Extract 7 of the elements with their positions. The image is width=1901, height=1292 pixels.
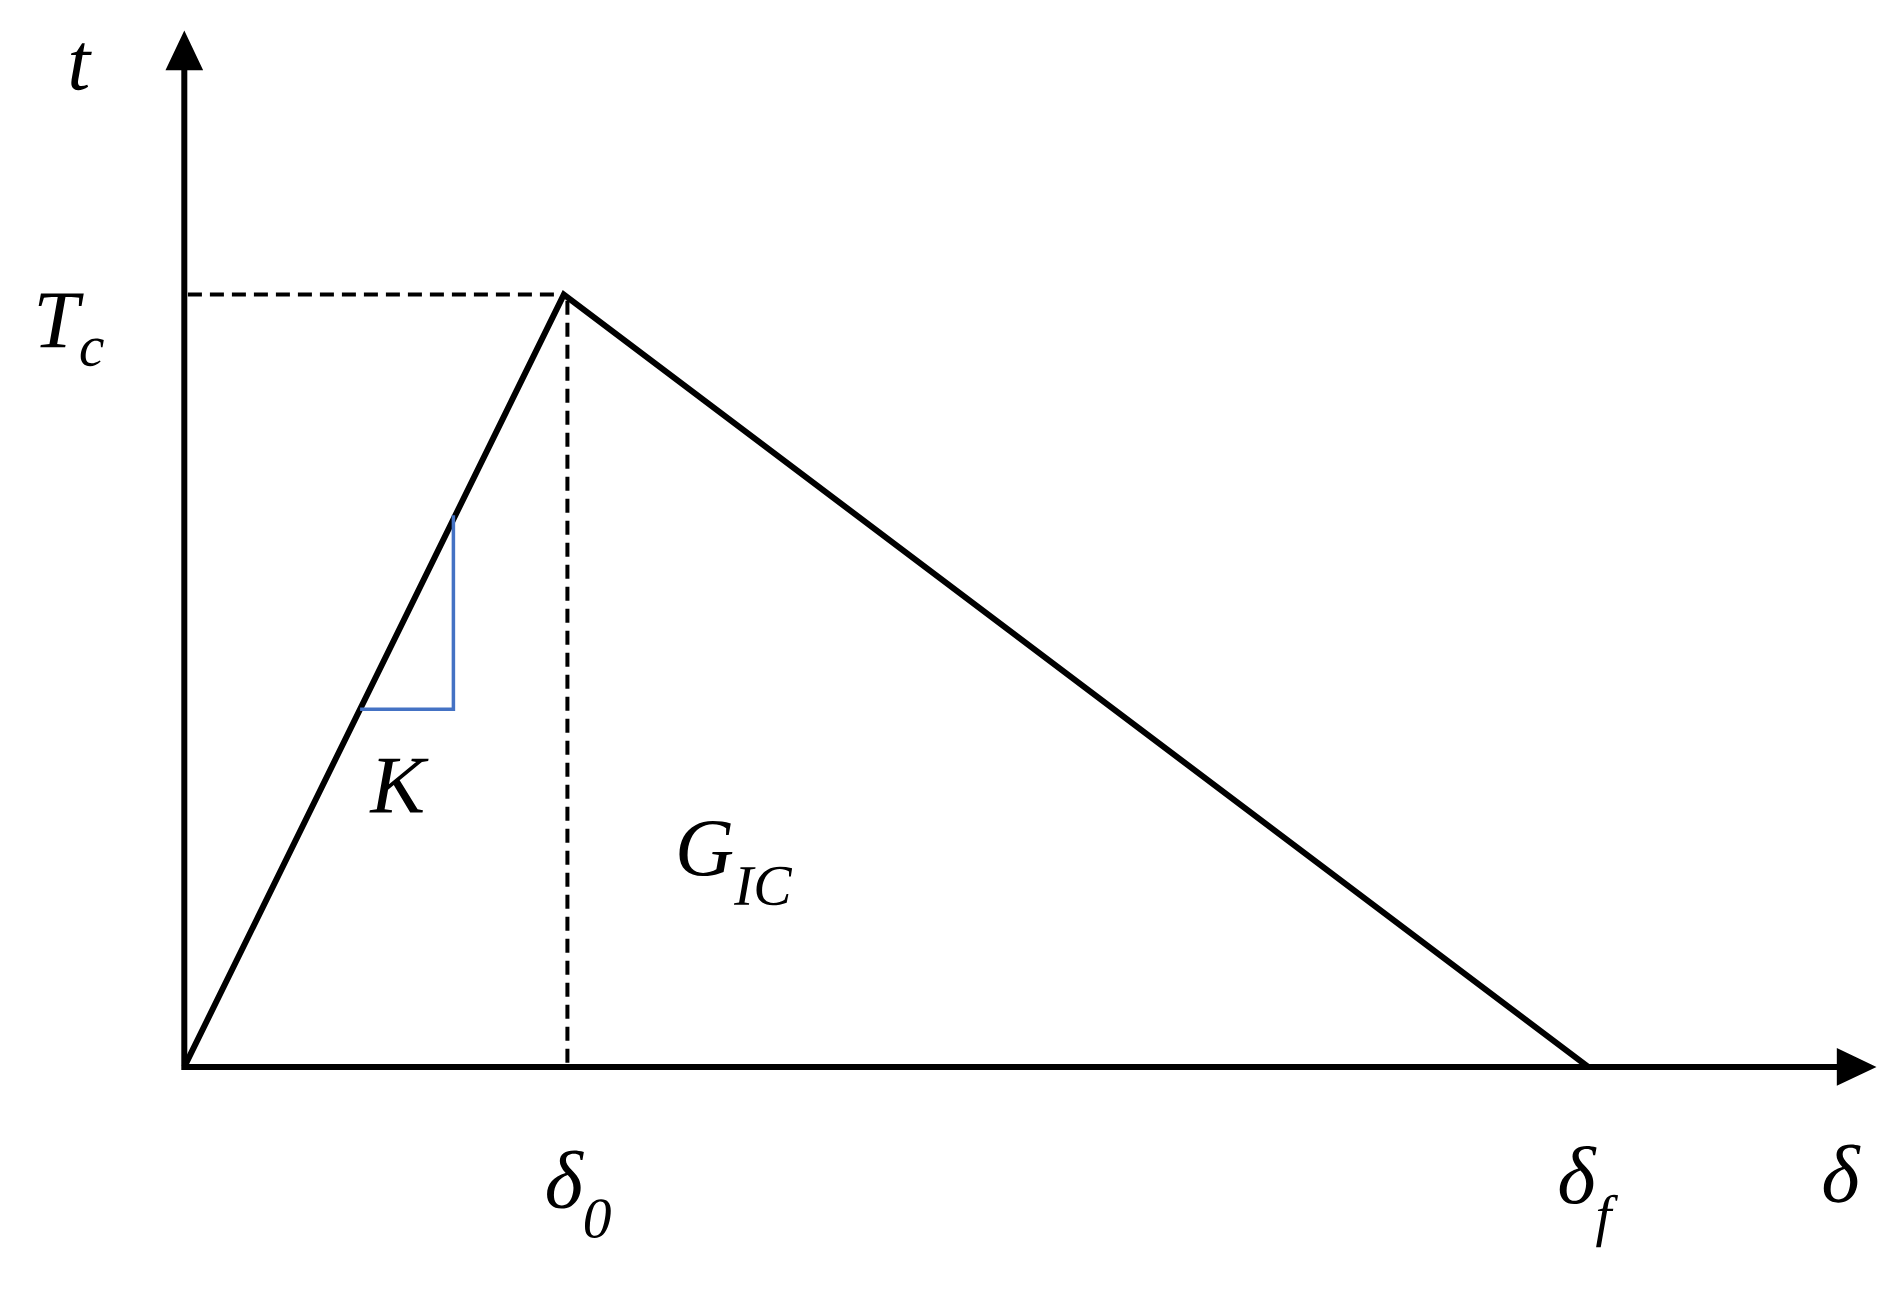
axis-label: T$_{c}$ <box>38 293 104 367</box>
axis-label: δ <box>1823 1144 1861 1203</box>
axis-label: δ$_{0}$ <box>547 1150 611 1238</box>
axis-label: G$_{IC}$ <box>679 821 793 906</box>
axis-label: δ$_{f}$ <box>1559 1145 1618 1248</box>
axis-label: t <box>71 43 92 91</box>
axis-label: K <box>369 758 429 813</box>
